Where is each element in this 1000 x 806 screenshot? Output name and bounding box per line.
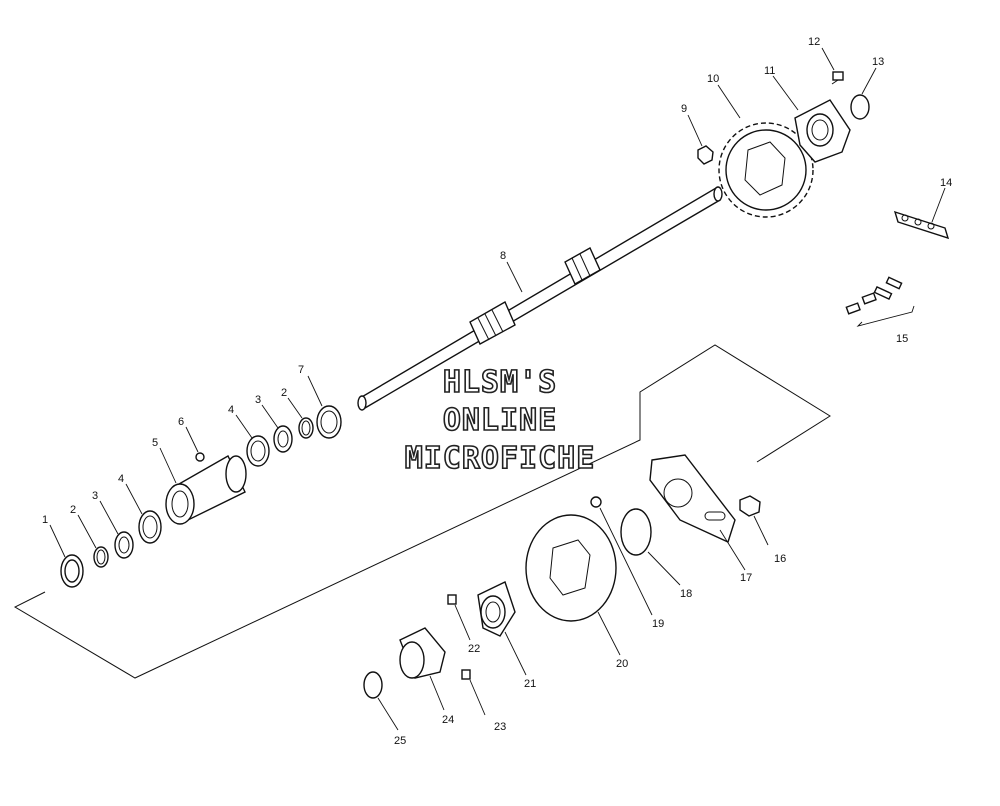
bolt-22[interactable] (447, 594, 457, 605)
nut-16[interactable] (739, 495, 761, 517)
o-ring-13[interactable] (850, 94, 870, 120)
callout-12: 12 (808, 36, 820, 48)
needle-bearing-3-left[interactable] (114, 531, 134, 559)
caliper-bracket-17[interactable] (649, 454, 736, 543)
callout-4: 4 (228, 404, 234, 416)
watermark-line-3: MICROFICHE (405, 441, 596, 476)
sprocket-hub-11[interactable] (794, 99, 851, 163)
callout-labels: 1 2 3 4 5 6 4 3 2 7 8 9 10 11 12 13 14 1… (42, 36, 952, 747)
callout-22: 22 (468, 643, 480, 655)
callout-14: 14 (940, 177, 952, 189)
callout-17: 17 (740, 572, 752, 584)
brake-disc-20[interactable] (525, 514, 617, 622)
nut-19[interactable] (590, 496, 602, 508)
callout-25: 25 (394, 735, 406, 747)
grease-fitting-6[interactable] (195, 452, 205, 462)
watermark-line-2: ONLINE (443, 403, 557, 438)
bolt-12[interactable] (831, 71, 844, 85)
sprocket-10[interactable] (718, 122, 814, 218)
callout-21: 21 (524, 678, 536, 690)
callout-6: 6 (178, 416, 184, 428)
callout-4: 4 (118, 473, 124, 485)
needle-bearing-3-right[interactable] (273, 425, 293, 453)
callout-3: 3 (92, 490, 98, 502)
callout-16: 16 (774, 553, 786, 565)
seal-7[interactable] (316, 405, 342, 439)
callout-10: 10 (707, 73, 719, 85)
bearing-race-4-right[interactable] (246, 435, 270, 467)
seal-1[interactable] (60, 554, 84, 588)
callout-15: 15 (896, 333, 908, 345)
callout-23: 23 (494, 721, 506, 733)
bearing-carrier-5[interactable] (165, 455, 247, 525)
callout-13: 13 (872, 56, 884, 68)
callout-20: 20 (616, 658, 628, 670)
snap-ring-2-left[interactable] (93, 546, 109, 568)
callout-3: 3 (255, 394, 261, 406)
leader-lines (49, 47, 946, 731)
watermark: HLSM'S ONLINE MICROFICHE (404, 364, 596, 477)
drive-chain-14[interactable] (893, 210, 950, 240)
assembly-group-outline (13, 344, 831, 679)
callout-9: 9 (681, 103, 687, 115)
rear-axle-shaft[interactable] (357, 186, 723, 411)
nut-9[interactable] (697, 145, 714, 165)
retaining-ring-18[interactable] (620, 508, 652, 556)
watermark-line-1: HLSM'S (443, 365, 557, 400)
drive-hub-24[interactable] (399, 627, 446, 679)
snap-ring-2-right[interactable] (298, 417, 314, 439)
callout-11: 11 (764, 65, 775, 77)
callout-19: 19 (652, 618, 664, 630)
callout-2: 2 (281, 387, 287, 399)
callout-2: 2 (70, 504, 76, 516)
callout-18: 18 (680, 588, 692, 600)
callout-5: 5 (152, 437, 158, 449)
o-ring-25[interactable] (363, 671, 383, 699)
callout-24: 24 (442, 714, 454, 726)
callout-7: 7 (298, 364, 304, 376)
callout-8: 8 (500, 250, 506, 262)
bolt-23[interactable] (461, 669, 471, 680)
callout-1: 1 (42, 514, 48, 526)
bearing-race-4-left[interactable] (138, 510, 162, 544)
brake-hub-21[interactable] (477, 581, 516, 637)
master-link-15[interactable] (845, 276, 915, 327)
